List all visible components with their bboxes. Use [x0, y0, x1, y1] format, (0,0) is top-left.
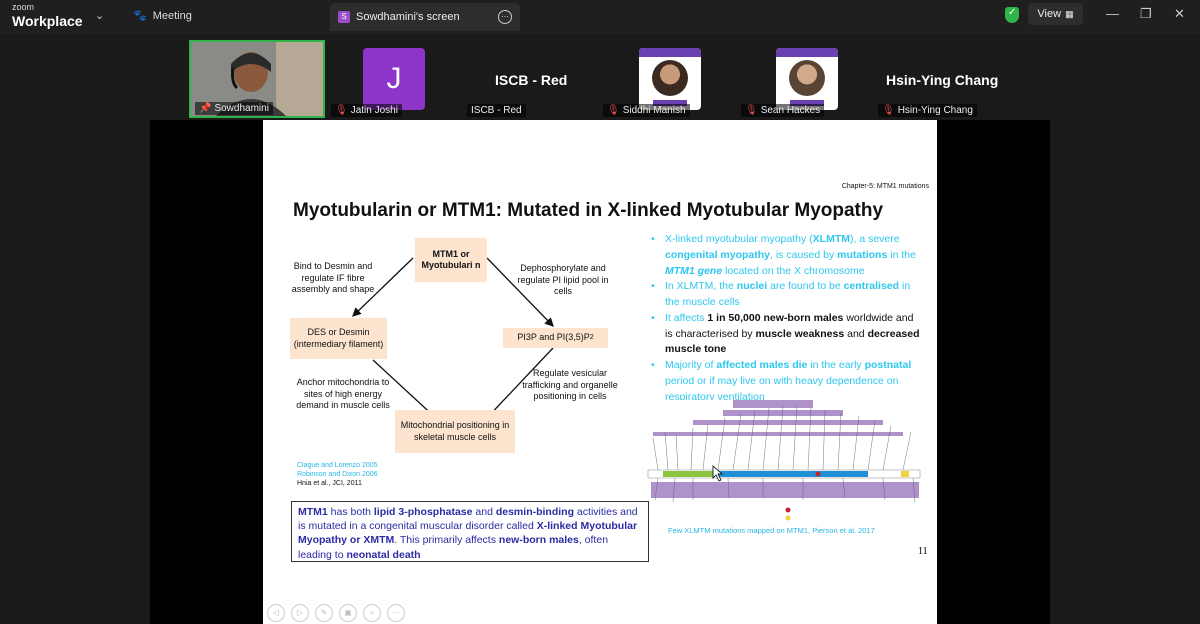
- previous-slide-icon[interactable]: ◁: [267, 604, 285, 622]
- avatar: J: [363, 48, 425, 110]
- participant-display-name: Hsin-Ying Chang: [886, 72, 999, 88]
- zoom-icon[interactable]: ⌕: [363, 604, 381, 622]
- mic-muted-icon: 🎙: [607, 105, 620, 116]
- participant-tile-iscb[interactable]: ISCB - Red ISCB - Red: [463, 40, 599, 118]
- bullet-list: X-linked myotubular myopathy (XLMTM), a …: [651, 232, 921, 400]
- participant-name: ISCB - Red: [467, 104, 526, 117]
- next-slide-icon[interactable]: ▷: [291, 604, 309, 622]
- figure-caption: Few XLMTM mutations mapped on MTM1, Pier…: [668, 526, 875, 535]
- participant-tile-sean[interactable]: 🎙Sean Hackes: [737, 40, 873, 118]
- bullet-item: It affects 1 in 50,000 new-born males wo…: [651, 311, 921, 358]
- pin-icon: 📌: [199, 103, 212, 114]
- participant-name: 🎙Hsin-Ying Chang: [878, 104, 977, 117]
- zoom-logo[interactable]: zoom Workplace: [12, 2, 83, 29]
- summary-box: MTM1 has both lipid 3-phosphatase and de…: [291, 501, 649, 562]
- participant-tile-jatin[interactable]: J 🎙Jatin Joshi: [327, 40, 463, 118]
- slide-title: Myotubularin or MTM1: Mutated in X-linke…: [293, 200, 884, 221]
- participant-strip: 📌Sowdhamini J 🎙Jatin Joshi ISCB - Red IS…: [0, 34, 1200, 120]
- citation: Hnia et al., JCI, 2011: [297, 480, 362, 488]
- title-bar: zoom Workplace ⌄ 🐾 Meeting S Sowdhamini'…: [0, 0, 1200, 34]
- bullet-item: X-linked myotubular myopathy (XLMTM), a …: [651, 232, 921, 279]
- mic-muted-icon: 🎙: [335, 105, 348, 116]
- participant-tile-siddhi[interactable]: 🎙Siddhi Manish: [599, 40, 735, 118]
- paw-icon: 🐾: [133, 10, 147, 22]
- minimize-icon[interactable]: —: [1106, 6, 1119, 21]
- share-tab[interactable]: S Sowdhamini's screen ···: [330, 3, 520, 31]
- citations: Clague and Lorenzo 2005 Robinson and Dix…: [297, 461, 378, 488]
- participant-name: 🎙Sean Hackes: [741, 104, 825, 117]
- slides-grid-icon[interactable]: ▣: [339, 604, 357, 622]
- participant-tile-hsin-ying[interactable]: Hsin-Ying Chang 🎙Hsin-Ying Chang: [874, 40, 1010, 118]
- bullet-item: Majority of affected males die in the ea…: [651, 358, 921, 400]
- citation: Robinson and Dixon 2006: [297, 471, 378, 479]
- mic-muted-icon: 🎙: [882, 105, 895, 116]
- presentation-slide: Chapter-5: MTM1 mutations Myotubularin o…: [263, 120, 937, 624]
- meeting-tab[interactable]: 🐾 Meeting: [133, 9, 192, 23]
- mutation-map-figure: [647, 400, 921, 521]
- page-number: 11: [918, 546, 928, 557]
- maximize-icon[interactable]: ❐: [1140, 6, 1152, 21]
- citation: Clague and Lorenzo 2005: [297, 462, 378, 469]
- view-button[interactable]: View ▦: [1028, 3, 1083, 25]
- participant-name: 🎙Jatin Joshi: [331, 104, 402, 117]
- mouse-cursor-icon: [712, 465, 724, 482]
- participant-display-name: ISCB - Red: [495, 72, 568, 88]
- chevron-down-icon[interactable]: ⌄: [95, 10, 105, 22]
- chapter-label: Chapter-5: MTM1 mutations: [841, 183, 929, 190]
- diagram-box-desmin: DES or Desmin (intermediary filament): [290, 318, 387, 359]
- more-icon[interactable]: ···: [387, 604, 405, 622]
- avatar: [639, 48, 701, 110]
- diagram-arrows: [352, 257, 921, 521]
- diagram-label-dephosphorylate: Dephosphorylate and regulate PI lipid po…: [517, 263, 609, 297]
- avatar: [776, 48, 838, 110]
- close-icon[interactable]: ✕: [1174, 6, 1185, 21]
- participant-tile-sowdhamini[interactable]: 📌Sowdhamini: [189, 40, 325, 118]
- diagram-label-vesicular: Regulate vesicular trafficking and organ…: [522, 368, 618, 402]
- diagram-label-anchor: Anchor mitochondria to sites of high ene…: [296, 377, 390, 411]
- diagram-box-mtm1: MTM1 or Myotubulari n: [415, 238, 487, 282]
- logo-small-text: zoom: [12, 2, 35, 12]
- view-label: View: [1037, 8, 1062, 20]
- diagram-label-desmin-binding: Bind to Desmin and regulate IF fibre ass…: [291, 261, 375, 295]
- bullet-item: In XLMTM, the nuclei are found to be cen…: [651, 279, 921, 311]
- share-tab-badge: S: [338, 11, 350, 23]
- diagram-box-mitochondrial: Mitochondrial positioning in skeletal mu…: [395, 410, 515, 453]
- logo-large-text: Workplace: [12, 13, 83, 29]
- more-options-icon[interactable]: ···: [498, 10, 512, 24]
- grid-icon: ▦: [1065, 8, 1074, 19]
- participant-name: 🎙Siddhi Manish: [603, 104, 690, 117]
- security-shield-icon[interactable]: [1005, 7, 1019, 23]
- meeting-label: Meeting: [152, 9, 192, 22]
- slide-controls: ◁ ▷ ✎ ▣ ⌕ ···: [267, 604, 405, 622]
- pen-icon[interactable]: ✎: [315, 604, 333, 622]
- mic-muted-icon: 🎙: [745, 105, 758, 116]
- participant-name: 📌Sowdhamini: [195, 102, 273, 115]
- share-tab-title: Sowdhamini's screen: [356, 11, 460, 23]
